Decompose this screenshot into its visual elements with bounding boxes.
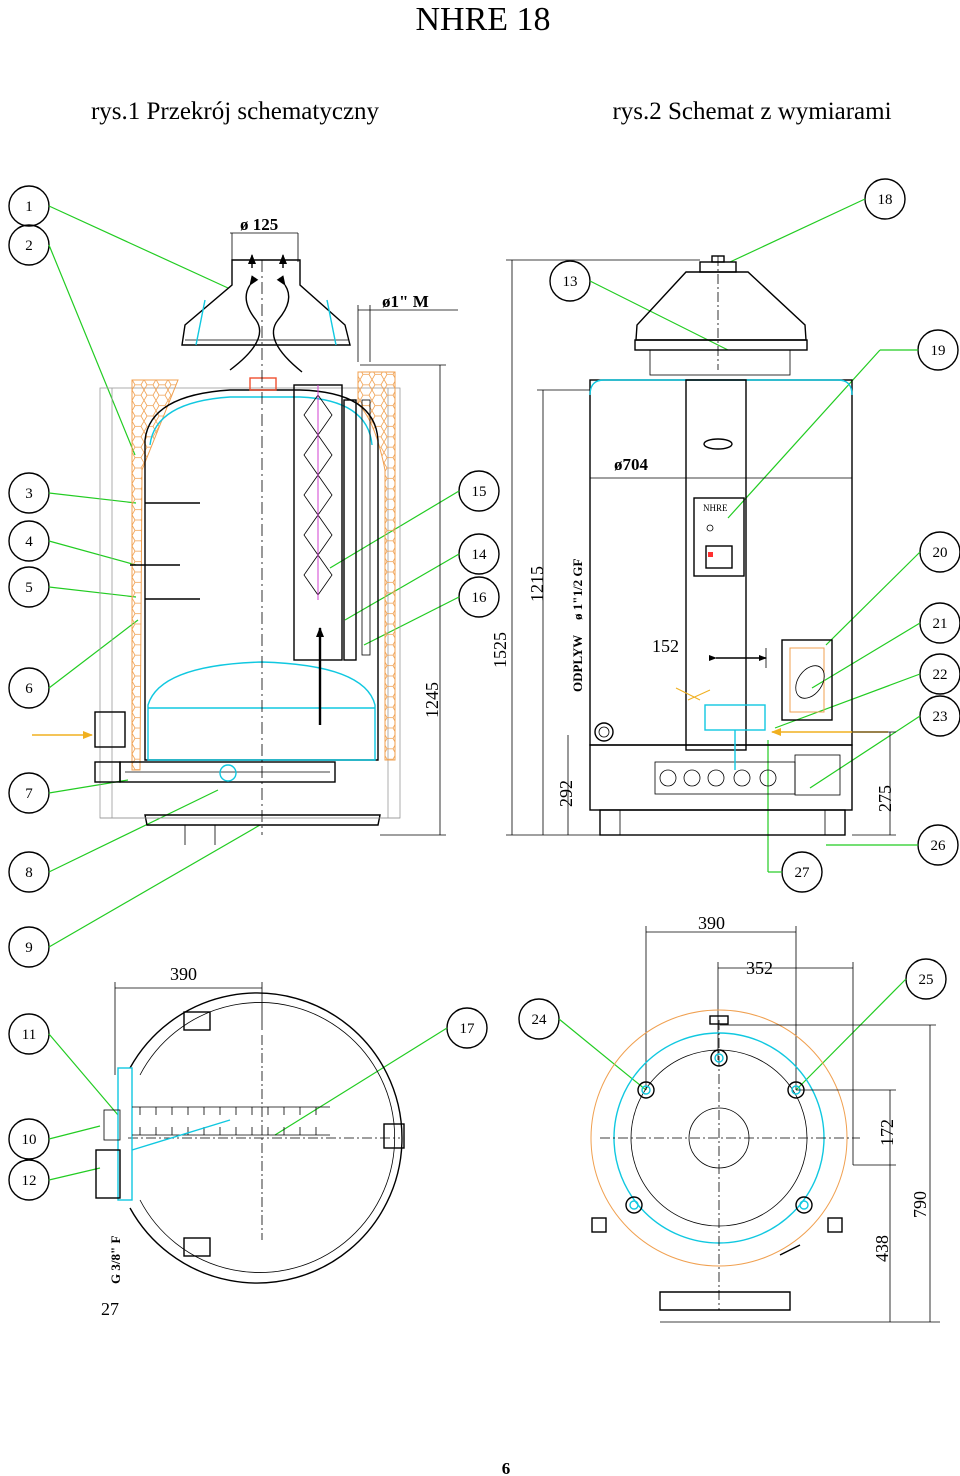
dim-flue-diameter: ø 125 <box>240 215 278 234</box>
insulation <box>131 379 179 771</box>
svg-text:14: 14 <box>472 547 488 563</box>
leader-lines <box>48 198 921 1181</box>
callout-12: 12 <box>8 1159 50 1201</box>
dim-438: 438 <box>872 1235 892 1262</box>
svg-text:4: 4 <box>25 534 33 550</box>
dim-790: 790 <box>910 1191 930 1218</box>
svg-text:21: 21 <box>933 616 948 632</box>
svg-text:3: 3 <box>25 486 33 502</box>
dim-275: 275 <box>875 785 895 812</box>
dim-152: 152 <box>652 636 679 656</box>
callout-16: 16 <box>458 576 500 618</box>
bottom-label-27: 27 <box>101 1299 119 1319</box>
figure1-caption: rys.1 Przekrój schematyczny <box>91 98 380 125</box>
callout-5: 5 <box>8 566 50 608</box>
callout-6: 6 <box>8 667 50 709</box>
cross-section <box>32 254 401 845</box>
dim-390-right: 390 <box>698 913 725 933</box>
page-number: 6 <box>502 1459 511 1476</box>
callout-3: 3 <box>8 472 50 514</box>
callout-25: 25 <box>905 958 947 1000</box>
svg-text:23: 23 <box>933 709 948 725</box>
svg-text:19: 19 <box>931 343 946 359</box>
callout-1: 1 <box>8 185 50 227</box>
dim-drain: ODPLYW <box>570 635 585 692</box>
dim-gas-thread: G 3/8" F <box>108 1236 123 1284</box>
svg-text:13: 13 <box>563 274 578 290</box>
tank-shell <box>144 389 379 761</box>
callout-17: 17 <box>446 1007 488 1049</box>
callout-9: 9 <box>8 926 50 968</box>
callout-7: 7 <box>8 772 50 814</box>
svg-text:10: 10 <box>22 1132 37 1148</box>
top-view-right: 390 352 172 438 790 <box>590 913 940 1323</box>
front-view: NHRE <box>589 255 888 836</box>
dim-gas-connection: ø 1"1/2 GF <box>570 559 585 620</box>
callout-24: 24 <box>518 998 560 1040</box>
svg-text:15: 15 <box>472 484 487 500</box>
dim-292: 292 <box>556 780 576 807</box>
svg-text:1: 1 <box>25 199 33 215</box>
callout-13: 13 <box>549 260 591 302</box>
svg-text:11: 11 <box>22 1027 36 1043</box>
callout-18: 18 <box>864 178 906 220</box>
callout-27: 27 <box>781 851 823 893</box>
callouts: 1 2 3 4 5 6 7 8 9 10 11 12 13 14 15 16 1… <box>8 178 960 1201</box>
callout-26: 26 <box>917 824 959 866</box>
fig2-dimensions: ø704 1525 1215 ODPLYW ø 1"1/2 GF 152 292… <box>490 259 896 836</box>
top-view-left: 390 G 3/8" F 27 <box>95 964 405 1319</box>
callout-15: 15 <box>458 470 500 512</box>
flue-hood <box>181 259 351 346</box>
dim-172: 172 <box>877 1119 897 1146</box>
dim-1215: 1215 <box>527 566 547 602</box>
fig1-dimensions: ø 125 ø1" M 1245 <box>230 215 458 836</box>
callout-4: 4 <box>8 520 50 562</box>
callout-22: 22 <box>919 653 960 695</box>
callout-10: 10 <box>8 1118 50 1160</box>
svg-text:22: 22 <box>933 667 948 683</box>
dim-1525: 1525 <box>490 632 510 668</box>
svg-text:17: 17 <box>460 1021 476 1037</box>
callout-14: 14 <box>458 533 500 575</box>
panel-label: NHRE <box>703 503 728 513</box>
svg-text:5: 5 <box>25 580 33 596</box>
svg-text:12: 12 <box>22 1173 37 1189</box>
dim-tank-diameter: ø704 <box>614 455 649 474</box>
callout-21: 21 <box>919 602 960 644</box>
svg-text:27: 27 <box>795 865 811 881</box>
callout-2: 2 <box>8 224 50 266</box>
callout-20: 20 <box>919 531 960 573</box>
svg-text:8: 8 <box>25 865 33 881</box>
svg-text:2: 2 <box>25 238 33 254</box>
callout-8: 8 <box>8 851 50 893</box>
svg-text:18: 18 <box>878 192 893 208</box>
dim-390-left: 390 <box>170 964 197 984</box>
svg-text:26: 26 <box>931 838 947 854</box>
dim-1245: 1245 <box>422 682 442 718</box>
page-title: NHRE 18 <box>415 1 550 38</box>
svg-text:20: 20 <box>933 545 948 561</box>
svg-text:6: 6 <box>25 681 33 697</box>
callout-19: 19 <box>917 329 959 371</box>
control-panel <box>693 497 745 577</box>
svg-text:16: 16 <box>472 590 488 606</box>
callout-11: 11 <box>8 1013 50 1055</box>
dim-hot-water-connection: ø1" M <box>382 292 429 311</box>
callout-23: 23 <box>919 695 960 737</box>
svg-text:7: 7 <box>25 786 33 802</box>
figure2-caption: rys.2 Schemat z wymiarami <box>612 98 891 125</box>
svg-text:24: 24 <box>532 1012 548 1028</box>
svg-text:25: 25 <box>919 972 934 988</box>
svg-text:9: 9 <box>25 940 33 956</box>
